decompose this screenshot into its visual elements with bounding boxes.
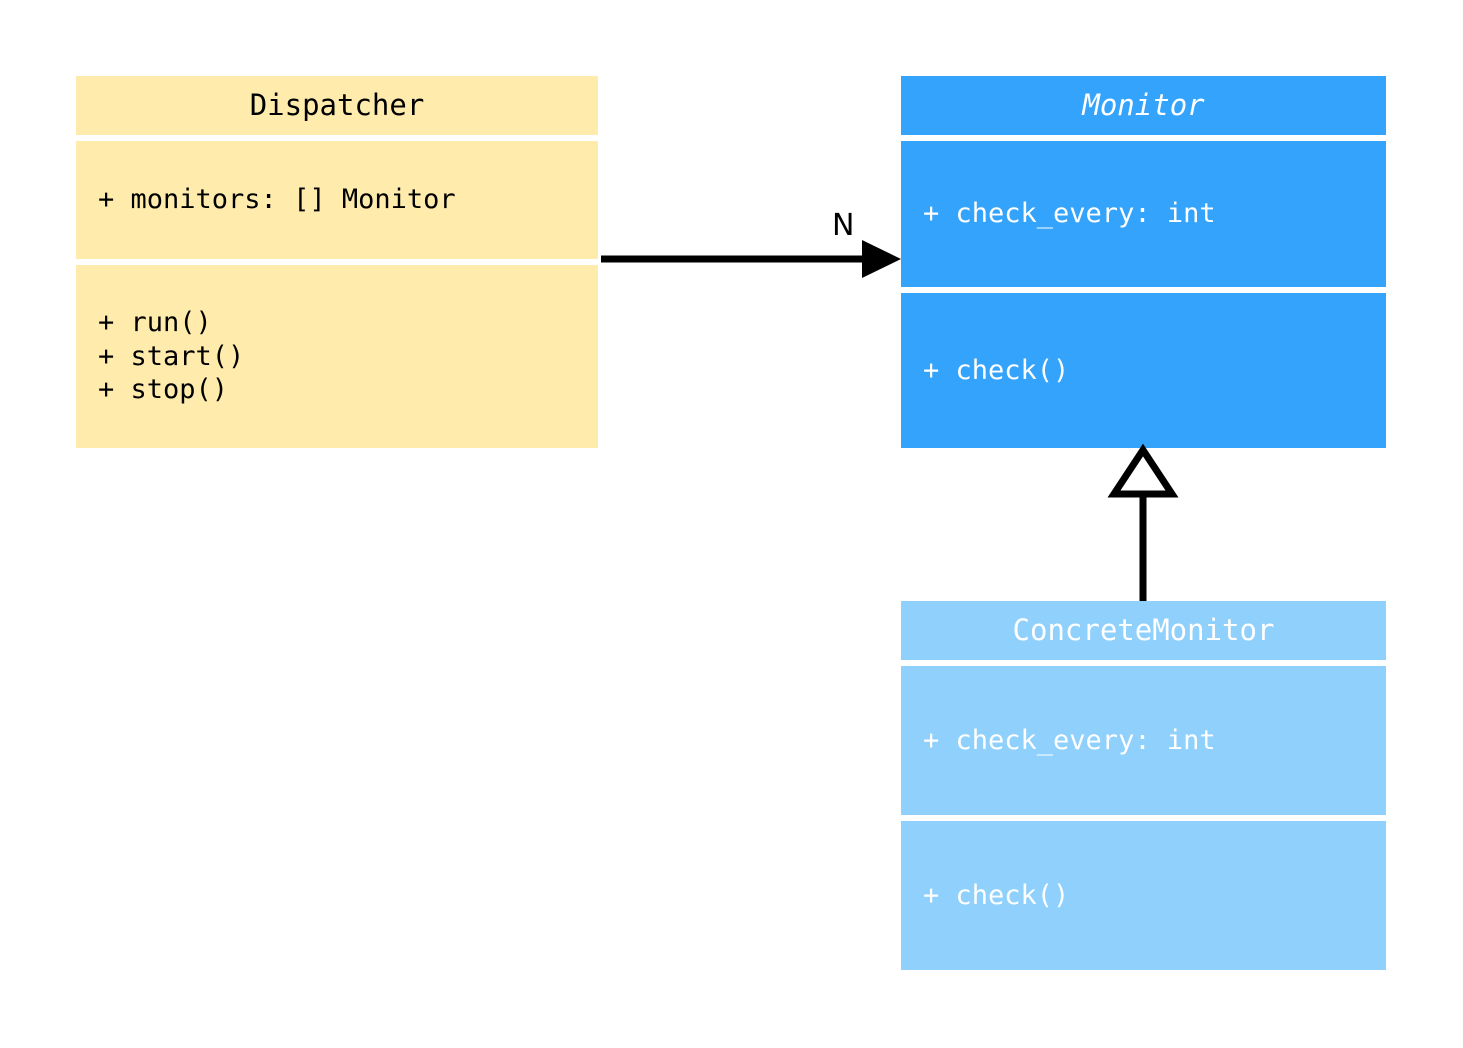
band-separator <box>76 135 598 141</box>
class-attribute-item: + monitors: [] Monitor <box>98 184 456 216</box>
filled-arrowhead-icon <box>862 240 901 278</box>
band-separator <box>901 287 1386 293</box>
class-methods-band-dispatcher: + run() + start() + stop() <box>76 265 598 448</box>
band-separator <box>901 135 1386 141</box>
band-separator <box>901 815 1386 821</box>
class-attribute-item: + check_every: int <box>923 724 1216 756</box>
class-title-band-concrete-monitor: ConcreteMonitor <box>901 601 1386 660</box>
class-method-item: + run() <box>98 307 212 339</box>
class-method-item: + check() <box>923 354 1070 386</box>
class-method-item: + check() <box>923 879 1070 911</box>
class-box-monitor[interactable]: Monitor + check_every: int + check() <box>901 76 1386 448</box>
class-methods-band-monitor: + check() <box>901 293 1386 448</box>
class-name-monitor: Monitor <box>1082 88 1205 123</box>
class-attribute-item: + check_every: int <box>923 198 1216 230</box>
association-dispatcher-monitor <box>601 240 901 278</box>
class-name-dispatcher: Dispatcher <box>249 88 425 123</box>
class-attributes-band-dispatcher: + monitors: [] Monitor <box>76 141 598 259</box>
class-title-band-dispatcher: Dispatcher <box>76 76 598 135</box>
band-separator <box>901 660 1386 666</box>
class-methods-band-concrete-monitor: + check() <box>901 821 1386 970</box>
class-attributes-band-monitor: + check_every: int <box>901 141 1386 287</box>
band-separator <box>76 259 598 265</box>
class-box-dispatcher[interactable]: Dispatcher + monitors: [] Monitor + run(… <box>76 76 598 448</box>
class-name-concrete-monitor: ConcreteMonitor <box>1012 613 1275 648</box>
class-box-concrete-monitor[interactable]: ConcreteMonitor + check_every: int + che… <box>901 601 1386 970</box>
class-attributes-band-concrete-monitor: + check_every: int <box>901 666 1386 815</box>
association-multiplicity-label: N <box>832 208 855 243</box>
generalization-concretemonitor-monitor <box>1107 443 1179 601</box>
class-method-item: + stop() <box>98 374 229 406</box>
class-title-band-monitor: Monitor <box>901 76 1386 135</box>
class-method-item: + start() <box>98 340 245 372</box>
hollow-triangle-icon <box>1107 443 1179 498</box>
